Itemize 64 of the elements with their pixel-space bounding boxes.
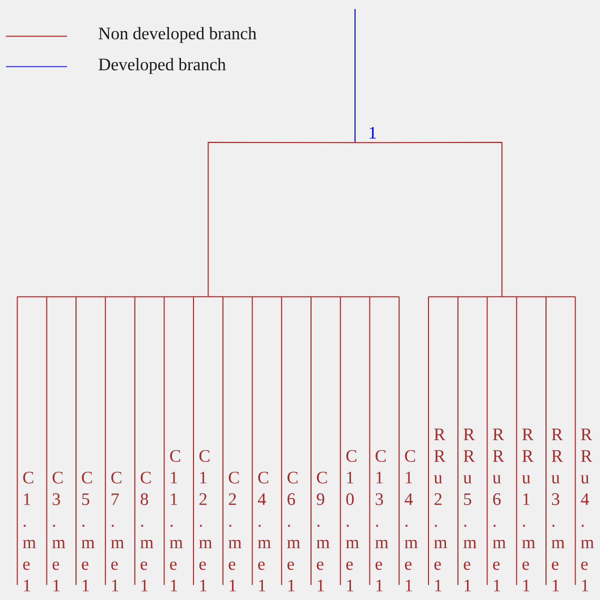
branch-line: [398, 296, 400, 586]
branch-line: [574, 296, 576, 586]
leaf-label: C5.me1: [82, 472, 95, 592]
branch-line: [340, 296, 370, 298]
branch-line: [193, 296, 194, 586]
branch-line: [16, 296, 18, 586]
branch-line: [281, 296, 282, 586]
branch-line: [428, 296, 429, 586]
branch-line: [134, 296, 165, 298]
leaf-label: C7.me1: [110, 472, 124, 592]
leaf-label: RRu6.me1: [492, 428, 506, 592]
branch-line: [428, 296, 458, 298]
branch-line: [501, 296, 518, 298]
leaf-label: C11.me1: [170, 450, 183, 592]
leaf-label: C13.me1: [375, 450, 388, 592]
branch-line: [354, 142, 502, 298]
leaf-label: C6.me1: [287, 472, 300, 592]
branch-line: [208, 142, 356, 298]
branch-line: [46, 296, 48, 586]
branch-line: [134, 296, 136, 586]
leaf-label: RRu5.me1: [463, 428, 476, 592]
leaf-label: C14.me1: [404, 450, 418, 592]
branch-line: [457, 296, 488, 298]
leaf-label: C10.me1: [346, 450, 359, 592]
branch-line: [222, 296, 253, 298]
branch-line: [516, 296, 518, 586]
branch-line: [369, 296, 370, 586]
branch-line: [46, 296, 76, 298]
leaf-label: C4.me1: [258, 472, 271, 592]
branch-line: [252, 296, 253, 586]
branch-line: [164, 296, 194, 298]
leaf-label: C3.me1: [52, 472, 66, 592]
branch-line: [222, 296, 224, 586]
branch-line: [252, 296, 282, 298]
branch-line: [16, 296, 48, 298]
branch-line: [354, 8, 356, 144]
branch-line: [310, 296, 312, 586]
branch-line: [486, 296, 488, 586]
leaf-label: C9.me1: [316, 472, 330, 592]
leaf-label: C2.me1: [228, 472, 242, 592]
branch-line: [310, 296, 341, 298]
branch-line: [546, 296, 576, 298]
leaf-label: C8.me1: [140, 472, 154, 592]
branch-line: [516, 296, 546, 298]
leaf-label: RRu4.me1: [580, 428, 594, 592]
leaf-label: C12.me1: [199, 450, 212, 592]
leaf-label: RRu2.me1: [434, 428, 448, 592]
branch-line: [369, 296, 400, 298]
branch-line: [76, 296, 106, 298]
branch-line: [340, 296, 341, 586]
branch-line: [164, 296, 165, 586]
leaf-label: RRu3.me1: [551, 428, 565, 592]
branch-line: [281, 296, 312, 298]
cluster-number: 1: [370, 126, 376, 138]
legend-text: Developed branch: [98, 58, 226, 74]
branch-line: [193, 296, 209, 298]
leaf-label: RRu1.me1: [522, 428, 536, 592]
branch-line: [104, 296, 136, 298]
legend-text: Non developed branch: [98, 27, 256, 43]
branch-line: [208, 296, 224, 298]
branch-line: [486, 296, 502, 298]
branch-line: [104, 296, 106, 586]
branch-line: [457, 296, 458, 586]
leaf-label: C1.me1: [22, 472, 36, 592]
